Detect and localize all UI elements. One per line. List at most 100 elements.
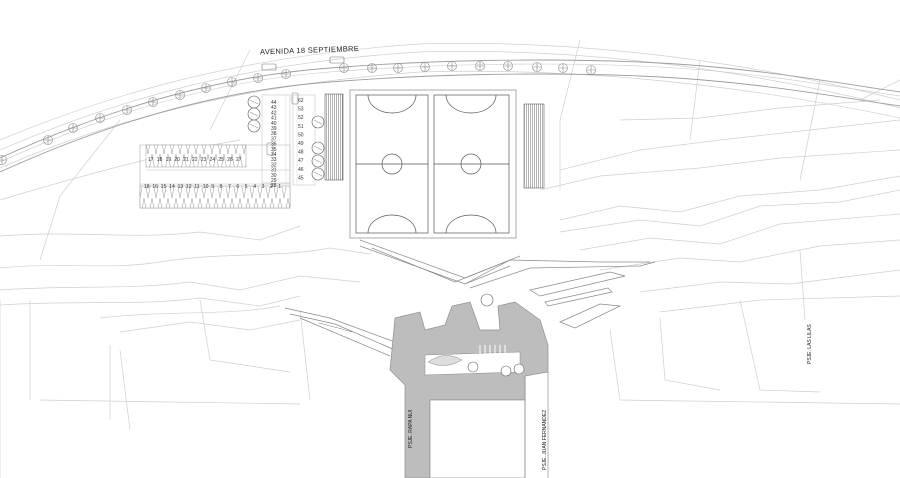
parking-stall-number: 37 xyxy=(271,136,277,142)
street-label-rapa-nui: PSJE. RAPA NUI xyxy=(408,410,414,448)
parking-stall-number: 18 xyxy=(144,184,150,190)
tree-icon xyxy=(0,156,6,164)
bleachers-right xyxy=(523,103,545,189)
parking-stall-number: 20 xyxy=(174,157,180,163)
parking-stall-number: 45 xyxy=(298,175,304,181)
parking-stall-number: 44 xyxy=(271,100,277,106)
tree-icon xyxy=(254,74,262,82)
tree-icon xyxy=(282,70,290,78)
tree-icon xyxy=(421,63,429,71)
street-label-juan-fernandez: PSJE. JUAN FERNANDEZ xyxy=(542,410,548,470)
parking-stall-number: 43 xyxy=(271,105,277,111)
tree-icon xyxy=(448,62,456,70)
parking-lot xyxy=(139,92,316,209)
parking-stall-number: 8 xyxy=(220,184,223,190)
avenue-road xyxy=(0,59,900,173)
tree-icon xyxy=(69,124,77,132)
tree-icon xyxy=(368,64,376,72)
parking-stall-number: 19 xyxy=(166,157,172,163)
tree-icon xyxy=(149,98,157,106)
parking-stall-number: 31 xyxy=(271,168,277,174)
parking-stall-number: 39 xyxy=(271,126,277,132)
tree-icon xyxy=(227,77,237,87)
tree-icon xyxy=(95,113,105,123)
parking-stall-number: 53 xyxy=(298,107,304,113)
parking-stall-number: 33 xyxy=(271,157,277,163)
parking-stall-number: 38 xyxy=(271,131,277,137)
tree-icon xyxy=(447,61,457,71)
parking-stall-number: 51 xyxy=(298,124,304,130)
roadside-trees xyxy=(0,61,596,165)
tree-icon xyxy=(587,66,595,74)
tree-icon xyxy=(123,106,131,114)
tree-icon xyxy=(394,64,402,72)
tree-icon xyxy=(475,61,485,71)
tree-icon xyxy=(253,73,263,83)
tree-icon xyxy=(339,63,349,73)
parking-stall-number: 40 xyxy=(271,121,277,127)
tree-icon xyxy=(43,135,53,145)
parking-stall-number: 24 xyxy=(210,157,216,163)
tree-icon xyxy=(148,97,158,107)
parking-stall-number: 10 xyxy=(203,184,209,190)
parking-stall-number: 23 xyxy=(201,157,207,163)
parking-stall-number: 11 xyxy=(194,184,199,190)
plaza-trees xyxy=(467,293,525,377)
parking-stall-number: 14 xyxy=(169,184,175,190)
tree-icon xyxy=(393,63,403,73)
tree-icon xyxy=(68,123,78,133)
avenue-label: AVENIDA 18 SEPTIEMBRE xyxy=(260,44,359,56)
tree-icon xyxy=(367,63,377,73)
parking-stall-number: 29 xyxy=(271,178,277,184)
tree-icon xyxy=(228,78,236,86)
parking-stall-number: 5 xyxy=(245,184,248,190)
tree-icon xyxy=(175,90,185,100)
parking-stall-number: 3 xyxy=(262,184,265,190)
terrain-contours xyxy=(0,39,900,478)
parking-stall-number: 2 xyxy=(270,184,273,190)
parking-stall-number: 32 xyxy=(271,162,277,168)
bleachers-left xyxy=(324,93,344,181)
parking-stall-number: 16 xyxy=(152,184,158,190)
tree-icon xyxy=(533,63,541,71)
parking-stall-number: 27 xyxy=(236,157,242,163)
parking-stall-number: 13 xyxy=(178,184,184,190)
parking-stall-number: 62 xyxy=(298,98,304,104)
parking-stall-number: 1 xyxy=(278,184,281,190)
parking-stall-number: 34 xyxy=(271,152,277,158)
parking-stall-number: 22 xyxy=(192,157,198,163)
parking-stall-number: 4 xyxy=(253,184,256,190)
parking-stall-number: 15 xyxy=(161,184,167,190)
parking-stall-number: 36 xyxy=(271,142,277,148)
sports-fields xyxy=(349,89,517,239)
tree-icon xyxy=(281,69,291,79)
avenue-edge xyxy=(0,63,900,163)
parking-stall-number: 18 xyxy=(157,157,163,163)
parking-stall-number: 41 xyxy=(271,116,277,122)
tree-icon xyxy=(122,105,132,115)
lower-lane xyxy=(429,399,526,478)
tree-icon xyxy=(249,99,323,177)
tree-icon xyxy=(202,84,210,92)
parking-stall-number: 35 xyxy=(271,147,277,153)
parking-stall-number: 47 xyxy=(298,158,304,164)
walkway-ramps xyxy=(284,239,656,357)
plaza-oval xyxy=(427,355,463,366)
parking-stall-number: 25 xyxy=(218,157,224,163)
parking-stall-number: 50 xyxy=(298,132,304,138)
tree-icon xyxy=(503,61,513,71)
parking-stall-number: 46 xyxy=(298,167,304,173)
central-plaza xyxy=(389,301,549,478)
street-label-las-lilas: PSJE. LAS LILAS xyxy=(807,324,813,364)
tree-icon xyxy=(201,83,211,93)
car-icon xyxy=(329,56,345,64)
tree-icon xyxy=(586,65,596,75)
tree-icon xyxy=(532,62,542,72)
parking-stall-number: 30 xyxy=(271,173,277,179)
tree-icon xyxy=(559,64,567,72)
tree-icon xyxy=(340,64,348,72)
tree-icon xyxy=(558,63,568,73)
car-icon xyxy=(261,63,277,71)
